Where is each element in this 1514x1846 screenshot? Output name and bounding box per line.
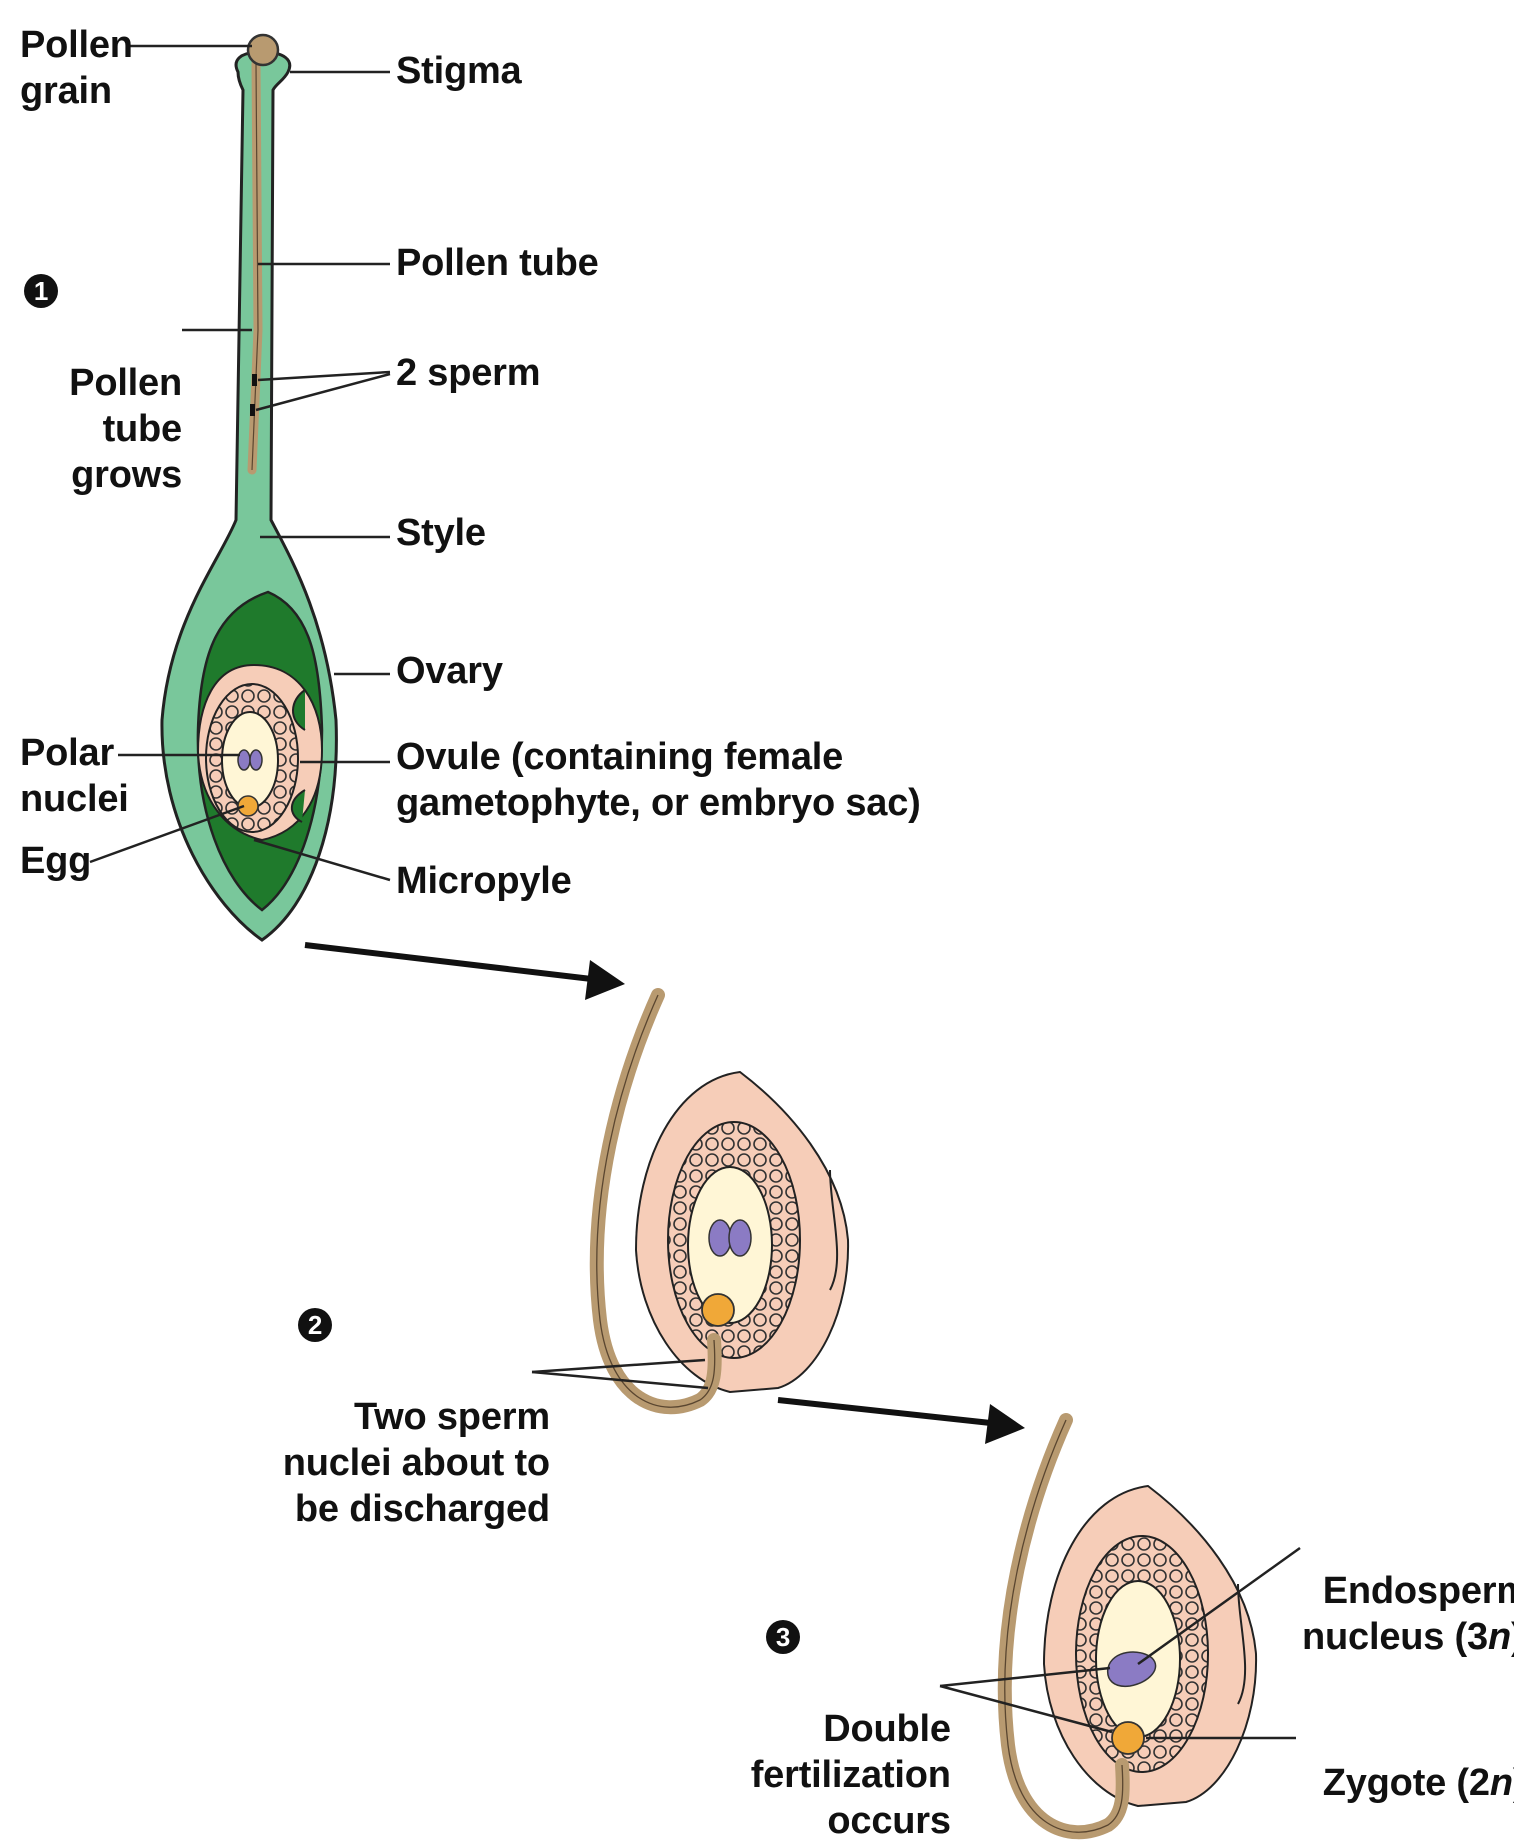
egg-label: Egg [20,838,91,884]
endosperm-label-line2: nucleus (3 [1302,1616,1488,1658]
zygote [1112,1722,1144,1754]
two-sperm-label: 2 sperm [396,350,540,396]
step-2-badge: 2 [298,1308,332,1342]
step-3: 3 Double fertilization occurs [730,1614,936,1844]
polar-nuclei-label: Polar nuclei [20,730,129,822]
step-1-badge: 1 [24,274,58,308]
zygote-label: Zygote (2n) [1302,1714,1514,1806]
sperm-cell [252,374,257,386]
ovule-label: Ovule (containing female gametophyte, or… [396,734,921,826]
step-3-text: Double fertilization occurs [751,1706,951,1844]
step-3-badge: 3 [766,1620,800,1654]
endosperm-n: n [1488,1616,1511,1658]
endosperm-label-line1: Endosperm [1323,1570,1514,1612]
pollen-grain [248,35,278,65]
sperm-cell [250,404,255,416]
pollen-grain-label: Pollen grain [20,22,133,114]
style-label: Style [396,510,486,556]
ovule-stage-2 [597,995,848,1407]
step-1: 1 Pollen tube grows [18,268,182,498]
egg-cell [702,1294,734,1326]
step-2: 2 Two sperm nuclei about to be discharge… [262,1302,532,1532]
arrow-head [585,960,625,1000]
pistil [162,35,336,940]
stigma-label: Stigma [396,48,522,94]
step-1-text: Pollen tube grows [69,360,182,498]
zygote-n: n [1490,1762,1513,1804]
ovary-label: Ovary [396,648,503,694]
pollen-tube-label: Pollen tube [396,240,599,286]
zygote-label-text: Zygote (2 [1323,1762,1490,1804]
arrow-head [985,1404,1025,1444]
step-2-text: Two sperm nuclei about to be discharged [283,1394,550,1532]
micropyle-label: Micropyle [396,858,572,904]
ovule-stage-3 [1005,1420,1256,1832]
